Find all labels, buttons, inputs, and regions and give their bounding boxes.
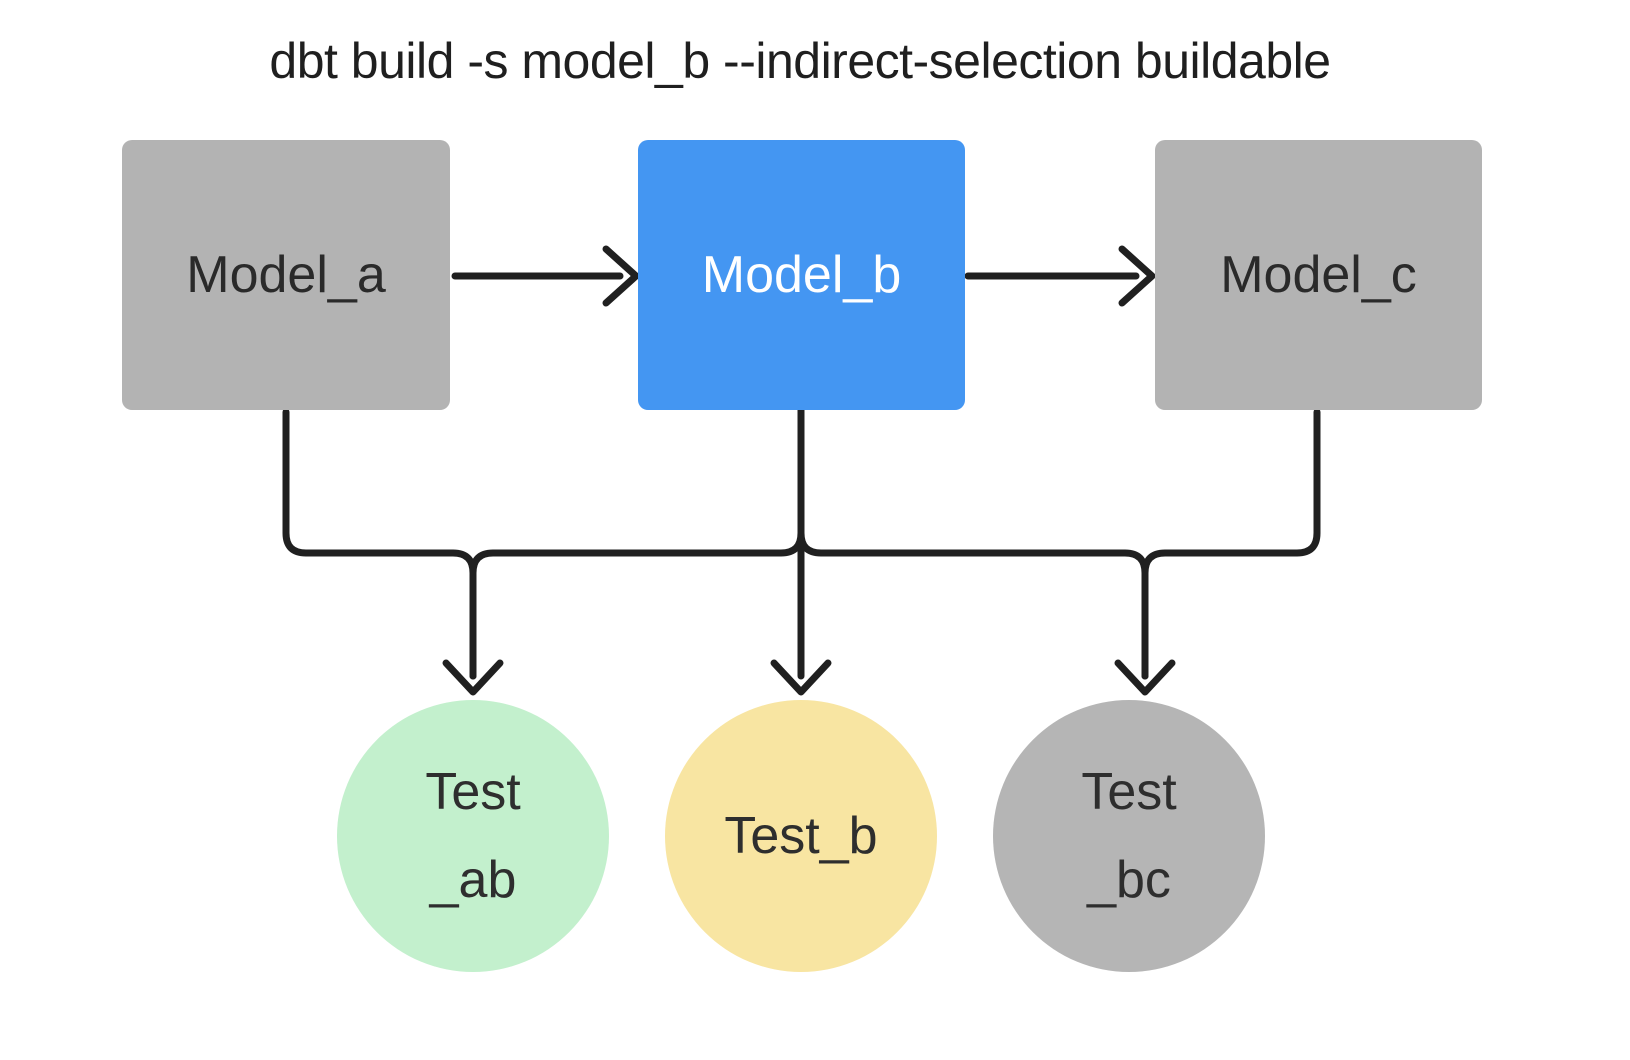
command-title: dbt build -s model_b --indirect-selectio… [269,33,1331,89]
node-model_c: Model_c [1155,140,1482,410]
edge-model_b-test_bc [797,406,1149,680]
node-model_c-label: Model_c [1220,246,1417,304]
node-test_ab-label-line: Test [425,763,521,821]
node-test_ab: Test _ab [337,700,609,972]
node-model_a-label: Model_a [186,246,386,304]
edge-model_c-test_bc [1141,408,1321,680]
node-model_b-label: Model_b [701,246,902,304]
arrowhead-model_b-model_c-icon [1118,245,1156,307]
arrowhead-model_a-model_b-icon [602,245,640,307]
arrowhead-test_b-icon [770,659,832,696]
node-test_bc-label-line: _bc [1087,851,1171,909]
node-test_b-label-line: Test_b [724,807,878,865]
node-model_a: Model_a [122,140,450,410]
edge-group [282,245,1321,696]
edge-model_a-test_ab [282,408,477,680]
node-test_ab-label-line: _ab [429,851,517,909]
edge-model_b-test_ab [469,406,805,680]
arrowhead-test_bc-icon [1114,659,1176,696]
node-test_bc-label-line: Test [1081,763,1177,821]
node-test_b: Test_b [665,700,937,972]
arrowhead-test_ab-icon [442,659,504,696]
node-test_bc: Test _bc [993,700,1265,972]
node-model_b: Model_b [638,140,965,410]
